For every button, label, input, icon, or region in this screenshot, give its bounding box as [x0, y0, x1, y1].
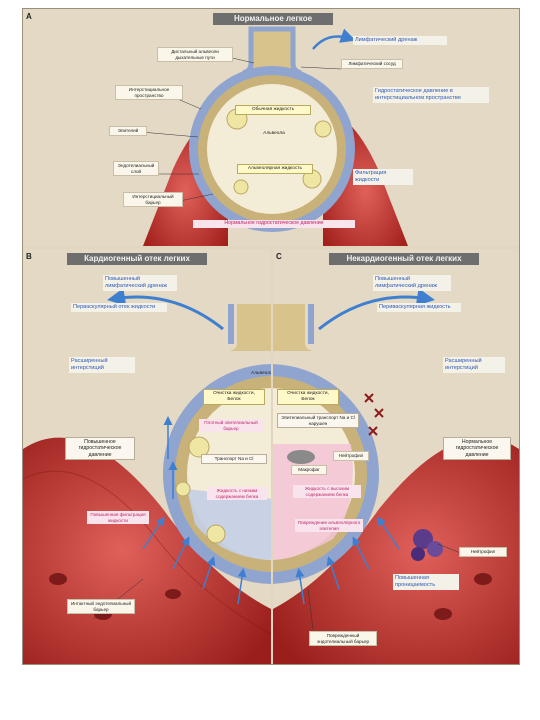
neutrophil-label-c: Нейтрофил — [333, 451, 369, 461]
panel-normal-lung: A Нормальное легкое Дистальный альвеоли … — [23, 9, 519, 246]
epi-barrier-label-b: Плотный эпителиальный барьер — [199, 419, 263, 433]
barrier-label-c: Поврежденный эндотелиальный барьер — [309, 631, 377, 647]
figure-frame: A Нормальное легкое Дистальный альвеоли … — [22, 8, 520, 665]
normal-hydro-label: Нормальное гидростатическое давление — [193, 220, 355, 228]
panel-a-letter: A — [26, 12, 32, 21]
alveolar-edema-b — [187, 489, 271, 560]
capillary-barrier-label: Интерстициальный барьер — [123, 192, 183, 208]
alveolar-fluid-label: Альвеолярная жидкость — [237, 164, 313, 174]
alv-fluid-label-c: Очистка жидкости, Белок — [277, 389, 339, 405]
epithelium-label: Эпителий — [109, 126, 147, 136]
lymph-arrow-b — [107, 288, 224, 331]
fluid-high-label-c: Жидкость с высоким содержанием белка — [293, 485, 361, 499]
neutrophil-cells — [413, 529, 433, 549]
panel-noncardiogenic: C Некардиогенный отек легких Повышенный … — [273, 249, 519, 664]
perivascular-label-b: Перваскулярный отек жидкости — [71, 303, 167, 312]
panel-a-title: Нормальное легкое — [213, 13, 333, 25]
panel-a-illustration — [140, 26, 408, 246]
airway-stem-b — [229, 304, 271, 351]
inflammation-label-c: Нейтрофил — [459, 547, 507, 557]
hydro-label-b: Повышенное гидростатическое давление — [65, 437, 135, 461]
hydro-label-c: Нормальное гидростатическое давление — [443, 437, 511, 461]
epi-injury-label-c: Повреждение альвеолярного эпителия — [295, 519, 363, 533]
panel-b-letter: B — [26, 252, 32, 261]
vessel-c — [273, 437, 519, 664]
airway-label: Дистальный альвеоли дыхательные пути — [157, 47, 233, 63]
lymph-arrow-c — [318, 288, 435, 331]
panel-cardiogenic: B Кардиогенный отек легких Повышенный ли… — [23, 249, 271, 664]
normal-fluid-label: Обычная жидкость — [235, 105, 311, 115]
interstitial-pressure-label: Гидростатическое давление в интерстициал… — [373, 87, 489, 103]
alv-fluid-label-b: Очистка жидкости, Белок — [203, 389, 265, 405]
lymph-label-c: Повышенный лимфатический дренаж — [373, 275, 451, 291]
airway-stem-c — [273, 304, 313, 351]
filtration-label-a: Фильтрация жидкости — [353, 169, 413, 185]
panel-c-letter: C — [276, 252, 282, 261]
interstitial-label-b: Расширенный интерстиций — [69, 357, 135, 373]
lymph-label-b: Повышенный лимфатический дренаж — [103, 275, 177, 291]
panel-c-title: Некардиогенный отек легких — [329, 253, 479, 265]
transport-label-b: Транспорт Na и Cl — [201, 454, 267, 464]
permeability-label-c: Повышенная проницаемость — [393, 574, 459, 590]
perivascular-label-c: Периваскулярная жидкость — [377, 303, 461, 312]
barrier-label-b: Интактный эндотелиальный барьер — [67, 599, 135, 615]
transport-label-c: Эпителиальный транспорт Na и Cl нарушен — [277, 413, 359, 429]
lymph-drain-label-a: Лимфатический дренаж — [353, 36, 447, 45]
alveolar-space — [207, 84, 337, 214]
filtration-label-b: Повышенная фильтрация жидкости — [87, 511, 149, 525]
macrophage-label-c: Макрофаг — [291, 465, 327, 475]
lymph-arrow-a — [312, 28, 356, 50]
alveolus-label-a: Альвеола — [263, 131, 285, 136]
endothelium-label: Эндотелиальный слой — [113, 161, 159, 177]
panel-b-title: Кардиогенный отек легких — [67, 253, 207, 265]
interstitium-label: Интерстициальное пространство — [115, 85, 183, 101]
interstitial-label-c: Расширенный интерстиций — [443, 357, 505, 373]
lymph-vessel-label: Лимфатический сосуд — [341, 59, 403, 69]
alveolus-label-b: Альвеола — [251, 371, 271, 376]
fluid-low-label-b: Жидкость с низким содержанием белка — [207, 487, 267, 501]
macrophage-cell — [287, 450, 315, 464]
